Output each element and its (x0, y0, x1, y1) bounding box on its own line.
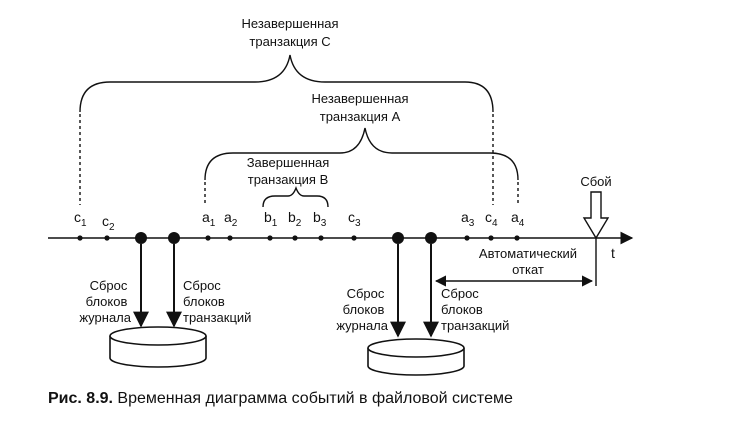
transaction-b-label-line1: Завершенная (247, 155, 330, 170)
flush-transactions-label-right: Сброс блоков транзакций (441, 286, 509, 333)
event-dot-a1 (205, 235, 211, 241)
failure-label: Сбой (580, 174, 611, 189)
flush-point-transactions-1 (168, 232, 180, 244)
flush-points (135, 232, 437, 244)
transaction-b-bracket (262, 186, 329, 208)
event-labels: c1 c2 a1 a2 b1 b2 b3 c3 a3 c4 a4 (74, 209, 525, 233)
event-label-c1: c1 (74, 209, 87, 229)
event-label-c3: c3 (348, 209, 361, 229)
event-label-a3: a3 (461, 209, 475, 229)
event-label-c2: c2 (102, 213, 115, 233)
figure-caption-text: Временная диаграмма событий в файловой с… (113, 390, 513, 407)
time-axis-label: t (611, 245, 615, 261)
transaction-c-label-line2: транзакция C (249, 34, 330, 49)
transaction-c-bracket (79, 54, 494, 113)
transaction-a-label-line2: транзакция A (320, 109, 401, 124)
event-dot-a2 (227, 235, 233, 241)
event-dot-c4 (488, 235, 494, 241)
flush-point-journal-2 (392, 232, 404, 244)
rollback-label-line1: Автоматический (479, 246, 577, 261)
transaction-a-label-line1: Незавершенная (311, 91, 408, 106)
event-label-c4: c4 (485, 209, 498, 229)
event-dot-c1 (77, 235, 83, 241)
transaction-a-bracket (204, 127, 519, 181)
event-dot-b3 (318, 235, 324, 241)
disk-icon-left (109, 326, 207, 368)
figure-caption: Рис. 8.9. Временная диаграмма событий в … (48, 390, 513, 407)
event-dot-c2 (104, 235, 110, 241)
event-dot-c3 (351, 235, 357, 241)
figure-caption-prefix: Рис. 8.9. (48, 390, 113, 407)
flush-journal-label-right: Сброс блоков журнала (336, 286, 388, 333)
event-dot-a4 (514, 235, 520, 241)
event-label-b1: b1 (264, 209, 278, 229)
event-dot-b2 (292, 235, 298, 241)
event-label-b3: b3 (313, 209, 327, 229)
event-label-a2: a2 (224, 209, 238, 229)
event-label-a1: a1 (202, 209, 216, 229)
event-dots (77, 235, 520, 241)
event-dot-b1 (267, 235, 273, 241)
failure-arrow-icon (582, 191, 610, 240)
event-dot-a3 (464, 235, 470, 241)
event-label-b2: b2 (288, 209, 302, 229)
transaction-b-label-line2: транзакция B (248, 172, 329, 187)
transaction-c-label-line1: Незавершенная (241, 16, 338, 31)
rollback-label-line2: откат (512, 262, 544, 277)
event-label-a4: a4 (511, 209, 525, 229)
flush-journal-label-left: Сброс блоков журнала (79, 278, 131, 325)
disk-icon-right (367, 338, 465, 376)
flush-point-journal-1 (135, 232, 147, 244)
flush-transactions-label-left: Сброс блоков транзакций (183, 278, 251, 325)
flush-point-transactions-2 (425, 232, 437, 244)
